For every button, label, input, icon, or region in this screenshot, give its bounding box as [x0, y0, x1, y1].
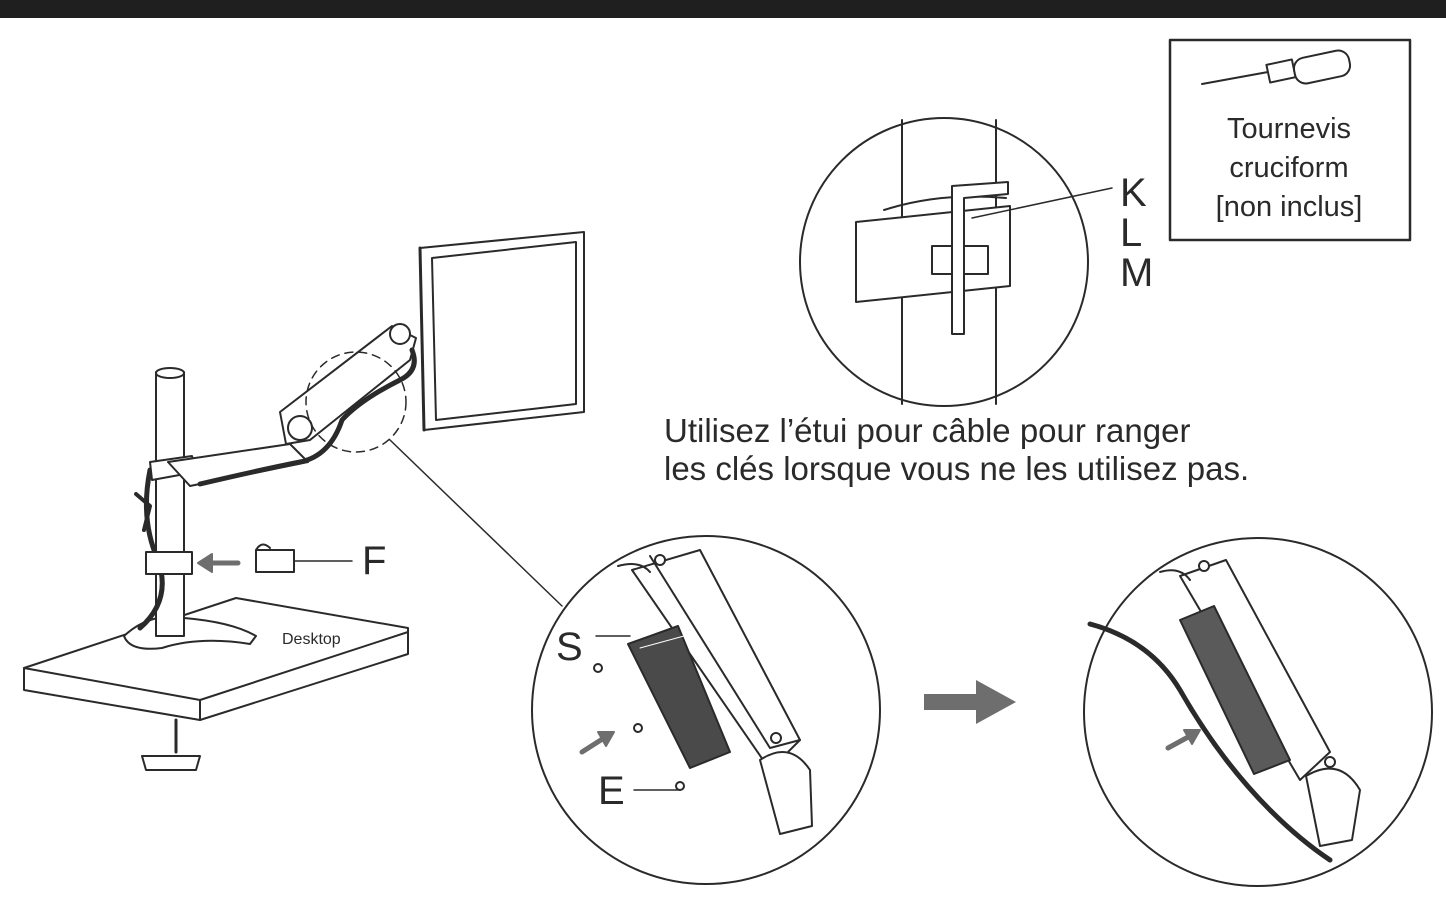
label-f: F: [362, 539, 386, 583]
top-bar: [0, 0, 1446, 18]
tool-line-3: [non inclus]: [1216, 191, 1363, 223]
label-e: E: [598, 769, 625, 813]
desk-illustration: Desktop: [23, 597, 409, 771]
caption-line-2: les clés lorsque vous ne les utilisez pa…: [664, 450, 1249, 487]
zoom-cover-circle-before: S E: [531, 535, 881, 885]
label-l: L: [1120, 211, 1142, 255]
arrow-right-icon: [924, 680, 1016, 724]
label-k: K: [1120, 171, 1147, 215]
tool-line-1: Tournevis: [1227, 113, 1351, 145]
label-s: S: [556, 625, 583, 669]
label-m: M: [1120, 251, 1153, 295]
monitor-arm: [167, 323, 563, 607]
tool-line-2: cruciform: [1229, 152, 1348, 184]
screwdriver-icon: [1201, 49, 1352, 85]
monitor: [418, 231, 585, 432]
desktop-label: Desktop: [282, 631, 341, 648]
zoom-cover-circle-after: [1083, 537, 1433, 887]
caption-line-1: Utilisez l’étui pour câble pour ranger: [664, 412, 1190, 449]
arrow-left-icon: [197, 553, 213, 573]
zoom-keys-circle: K L M: [799, 117, 1153, 407]
tool-box: Tournevis cruciform [non inclus]: [1168, 38, 1412, 242]
cable-clip-f: F: [197, 539, 386, 583]
